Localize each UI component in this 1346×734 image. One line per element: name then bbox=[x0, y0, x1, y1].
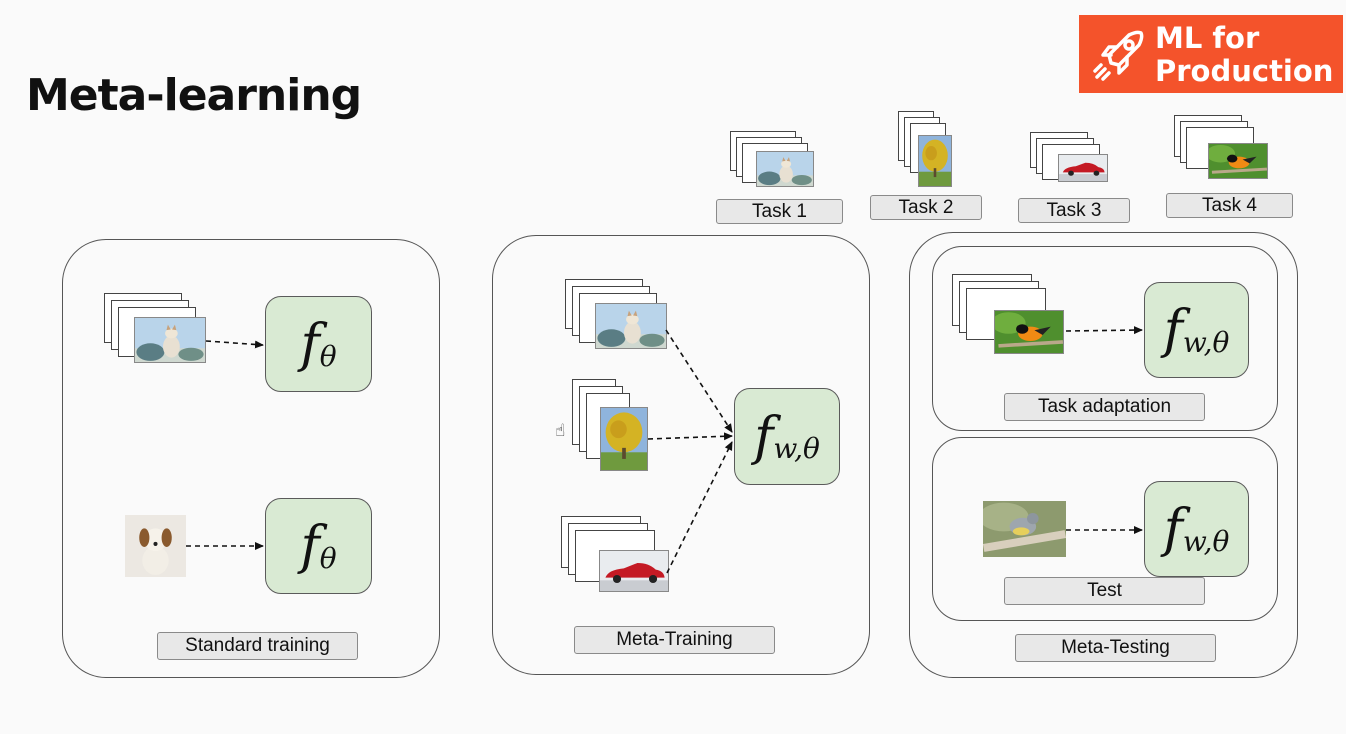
task-1-label: Task 1 bbox=[716, 199, 843, 224]
model-symbol: f bbox=[1163, 499, 1183, 559]
rocket-icon bbox=[1093, 30, 1144, 81]
standard-training-label: Standard training bbox=[157, 632, 358, 660]
meta-training-tree-stack bbox=[572, 379, 650, 473]
car-image bbox=[599, 550, 669, 592]
meta-testing-label: Meta-Testing bbox=[1015, 634, 1216, 662]
task-4-image-stack bbox=[1174, 115, 1270, 181]
task-adaptation-subpanel bbox=[932, 246, 1278, 431]
bird-test-image bbox=[983, 501, 1066, 557]
task-3-label: Task 3 bbox=[1018, 198, 1130, 223]
logo-line-2: Production bbox=[1155, 54, 1334, 88]
tree-image bbox=[918, 135, 952, 187]
model-subscript: θ bbox=[319, 541, 337, 575]
task-2-image-stack bbox=[898, 111, 954, 189]
page-title: Meta-learning bbox=[26, 70, 362, 121]
meta-testing-panel bbox=[909, 232, 1298, 678]
bird-image bbox=[994, 310, 1064, 354]
standard-training-panel bbox=[62, 239, 440, 678]
puppy-image bbox=[125, 515, 186, 577]
model-subscript: θ bbox=[319, 339, 337, 373]
model-symbol: f bbox=[1163, 300, 1183, 360]
model-subscript: w,θ bbox=[1182, 524, 1230, 558]
task-adaptation-bird-stack bbox=[952, 274, 1066, 356]
task-adaptation-label: Task adaptation bbox=[1004, 393, 1205, 421]
model-subscript: w,θ bbox=[1182, 325, 1230, 359]
task-1-image-stack bbox=[730, 131, 816, 189]
model-subscript: w,θ bbox=[773, 432, 820, 465]
meta-training-dog-stack bbox=[565, 279, 669, 351]
training-image-stack bbox=[104, 293, 208, 365]
task-4-label: Task 4 bbox=[1166, 193, 1293, 218]
model-symbol: f bbox=[300, 516, 320, 576]
bird-image bbox=[1208, 143, 1268, 179]
tree-image bbox=[600, 407, 648, 471]
dog-image bbox=[134, 317, 206, 363]
ml-for-production-logo: ML for Production bbox=[1079, 15, 1343, 93]
logo-line-1: ML for bbox=[1155, 21, 1260, 55]
hand-cursor-icon: ☝ bbox=[555, 421, 566, 441]
model-symbol: f bbox=[754, 406, 774, 467]
meta-training-label: Meta-Training bbox=[574, 626, 775, 654]
dog-image bbox=[756, 151, 814, 187]
model-symbol: f bbox=[300, 314, 320, 374]
car-image bbox=[1058, 154, 1108, 182]
meta-training-car-stack bbox=[561, 516, 671, 592]
task-3-image-stack bbox=[1030, 132, 1110, 184]
test-subpanel bbox=[932, 437, 1278, 621]
task-2-label: Task 2 bbox=[870, 195, 982, 220]
meta-training-panel bbox=[492, 235, 870, 675]
dog-image bbox=[595, 303, 667, 349]
test-label: Test bbox=[1004, 577, 1205, 605]
